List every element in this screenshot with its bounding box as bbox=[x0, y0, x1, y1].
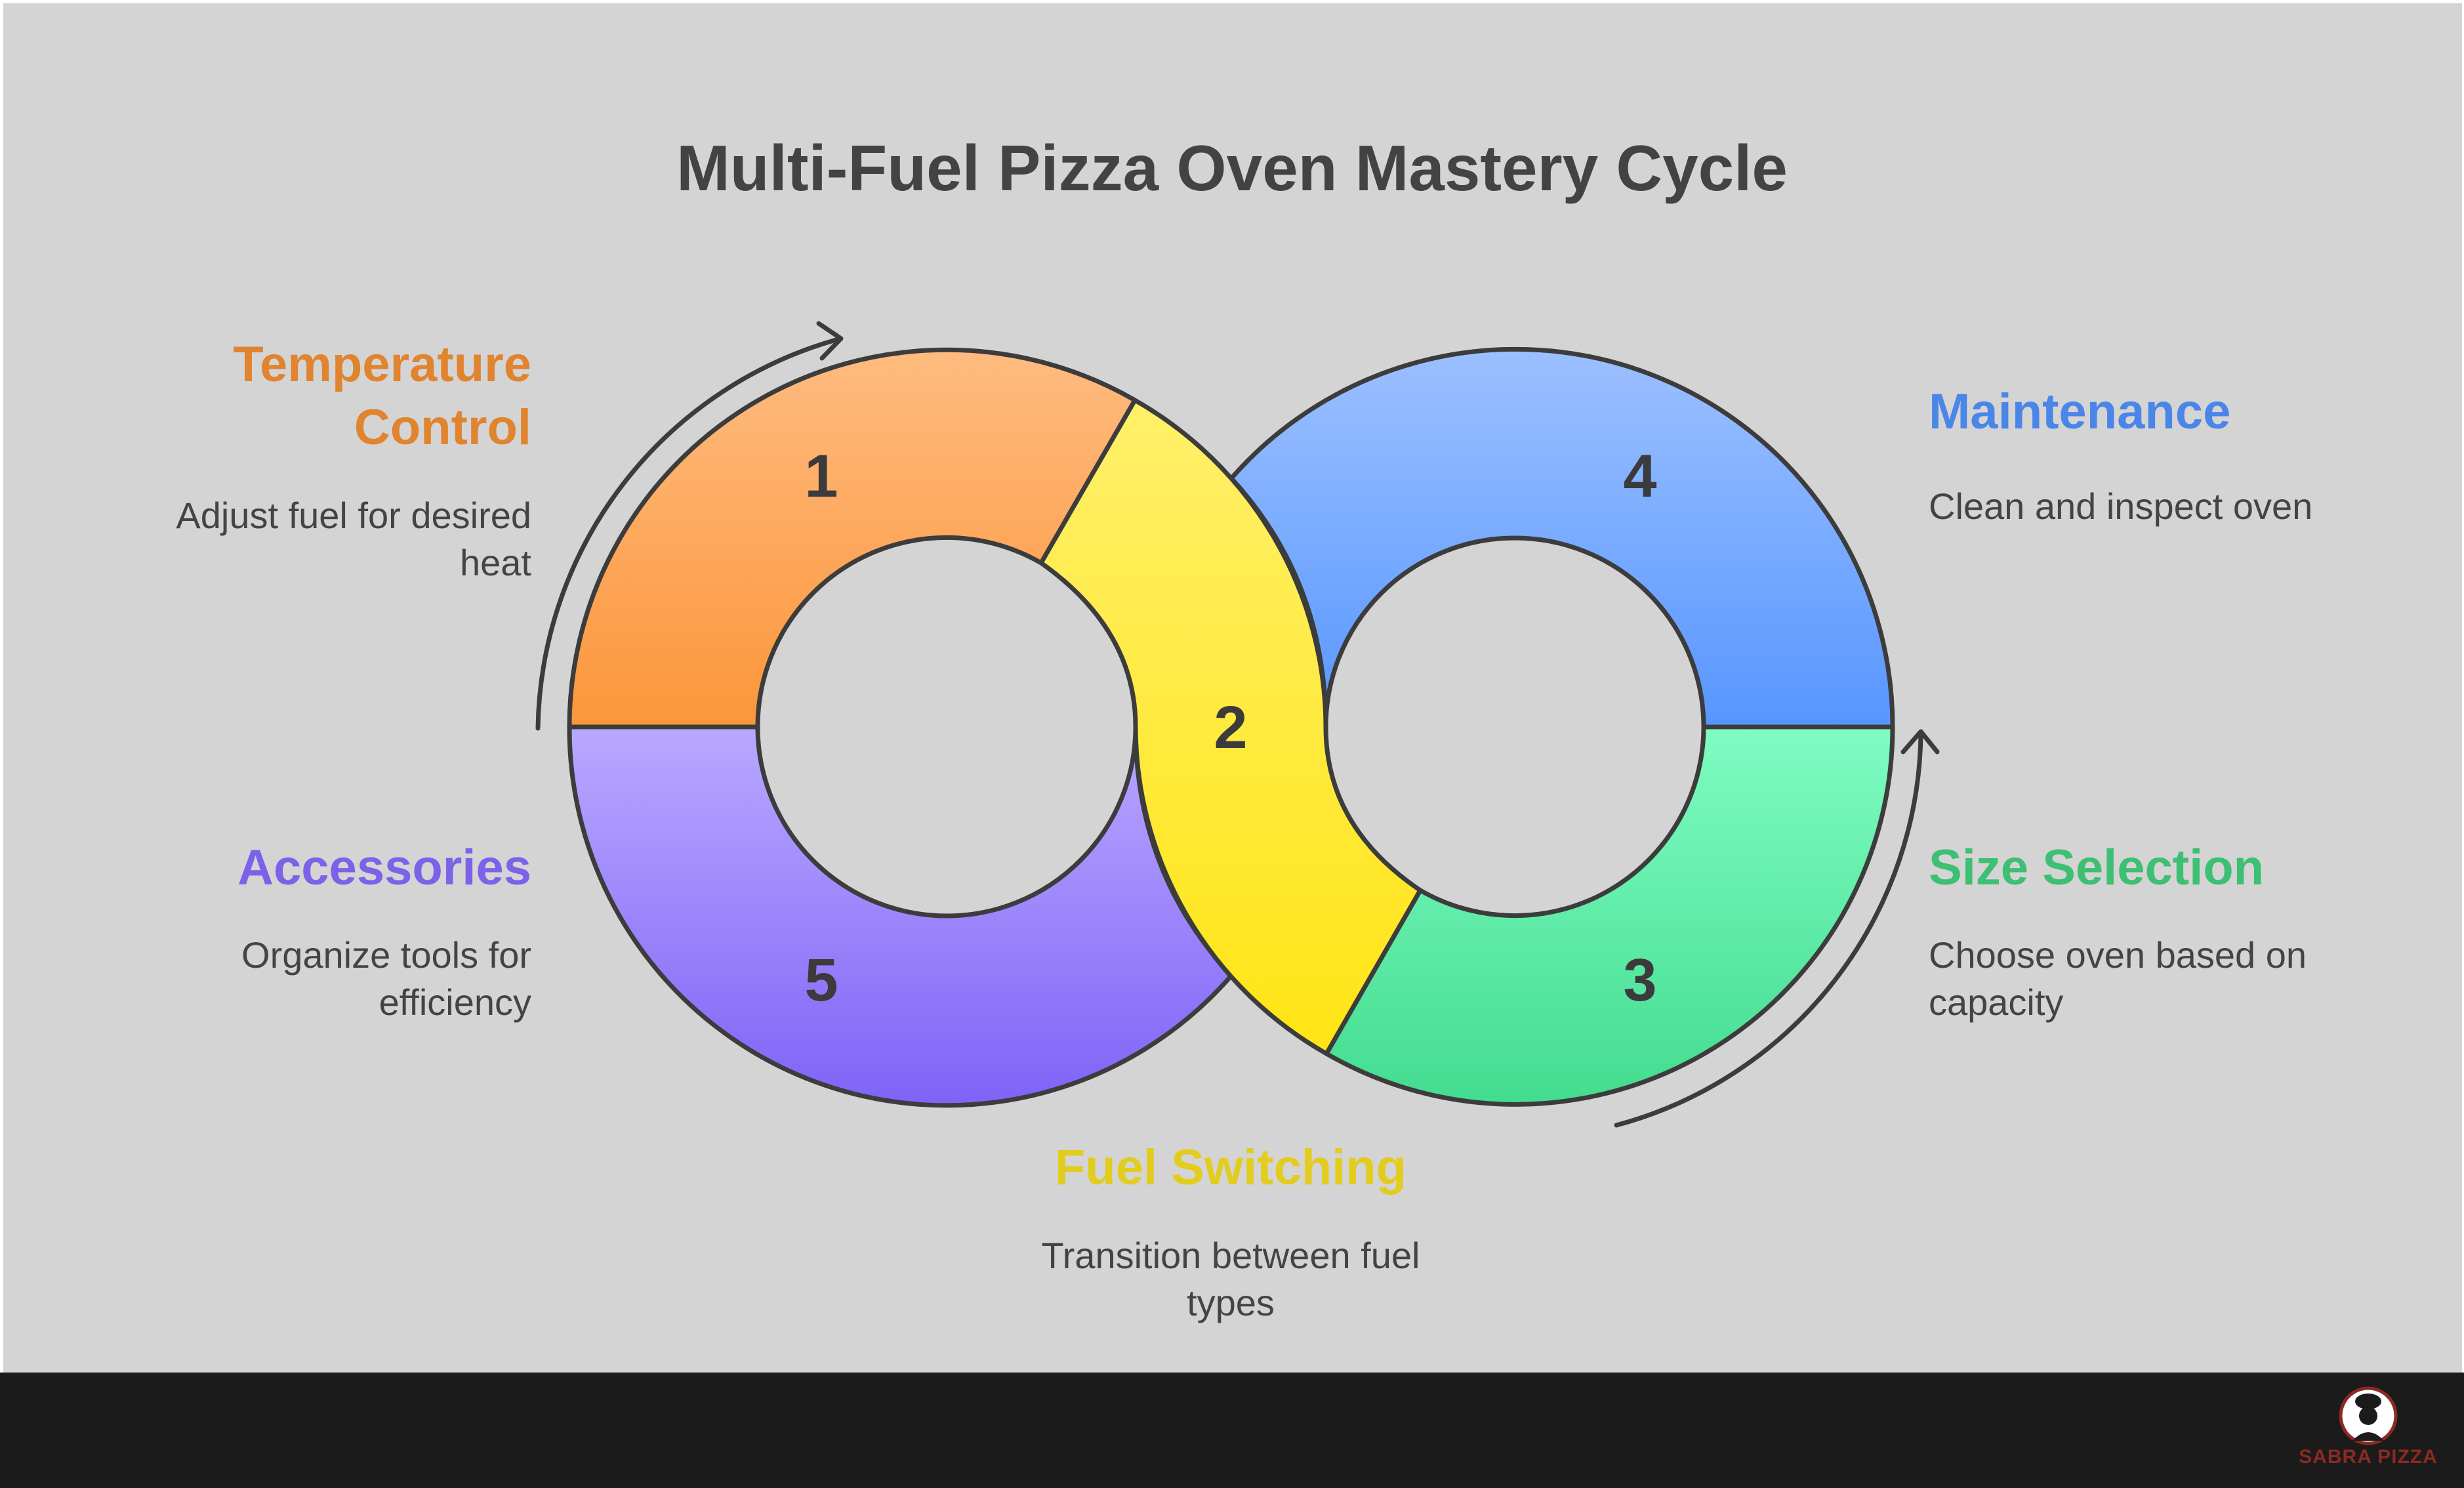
step-number-4: 4 bbox=[1623, 443, 1656, 510]
segment-4-maintenance bbox=[1229, 346, 1895, 730]
step-3-desc-line1: Choose oven based on bbox=[1929, 934, 2307, 976]
cycle-arrow-left-head bbox=[816, 321, 844, 361]
step-1-heading-line1: Temperature bbox=[233, 337, 531, 392]
step-1-desc-line2: heat bbox=[460, 542, 531, 583]
chef-icon bbox=[2339, 1386, 2398, 1445]
step-3-description: Choose oven based on capacity bbox=[1929, 932, 2440, 1026]
step-5-description: Organize tools for efficiency bbox=[0, 932, 531, 1026]
step-1-label: Temperature Control bbox=[0, 333, 531, 459]
cycle-arrow-right-head bbox=[1900, 729, 1940, 754]
step-2-heading: Fuel Switching bbox=[1054, 1140, 1407, 1195]
step-number-5: 5 bbox=[804, 947, 838, 1014]
step-4-description: Clean and inspect oven bbox=[1929, 483, 2440, 530]
step-2-desc-line1: Transition between fuel bbox=[1041, 1235, 1420, 1276]
step-number-2: 2 bbox=[1214, 694, 1247, 761]
brand-logo: SABRA PIZZA bbox=[2289, 1384, 2447, 1483]
step-1-desc-line1: Adjust fuel for desired bbox=[176, 495, 531, 536]
segment-3-size-selection bbox=[1324, 724, 1895, 1107]
step-2-desc-line2: types bbox=[1187, 1282, 1275, 1323]
cycle-arrow-right bbox=[1614, 731, 1923, 1128]
step-number-1: 1 bbox=[804, 443, 838, 510]
cycle-arrow-left bbox=[535, 337, 841, 731]
step-1-description: Adjust fuel for desired heat bbox=[0, 492, 531, 587]
step-4-label: Maintenance bbox=[1929, 381, 2440, 444]
step-3-desc-line2: capacity bbox=[1929, 982, 2064, 1023]
diagram-title: Multi-Fuel Pizza Oven Mastery Cycle bbox=[676, 132, 1788, 204]
step-5-label: Accessories bbox=[0, 837, 531, 899]
step-4-heading: Maintenance bbox=[1929, 384, 2231, 440]
logo-text: SABRA PIZZA bbox=[2299, 1446, 2438, 1468]
step-2-description: Transition between fuel types bbox=[903, 1232, 1559, 1327]
footer-bar bbox=[0, 1373, 2464, 1488]
step-5-heading: Accessories bbox=[237, 840, 531, 896]
step-number-3: 3 bbox=[1623, 947, 1656, 1014]
step-3-heading: Size Selection bbox=[1929, 840, 2265, 896]
step-2-label: Fuel Switching bbox=[903, 1136, 1559, 1199]
segment-1-temperature-control bbox=[567, 347, 1138, 730]
step-4-desc: Clean and inspect oven bbox=[1929, 486, 2313, 527]
step-5-desc-line1: Organize tools for bbox=[241, 934, 531, 976]
step-5-desc-line2: efficiency bbox=[379, 982, 531, 1023]
segment-2-fuel-switching bbox=[1038, 398, 1423, 1056]
step-1-heading-line2: Control bbox=[354, 400, 531, 455]
step-3-label: Size Selection bbox=[1929, 837, 2440, 899]
segment-5-accessories bbox=[567, 724, 1234, 1108]
